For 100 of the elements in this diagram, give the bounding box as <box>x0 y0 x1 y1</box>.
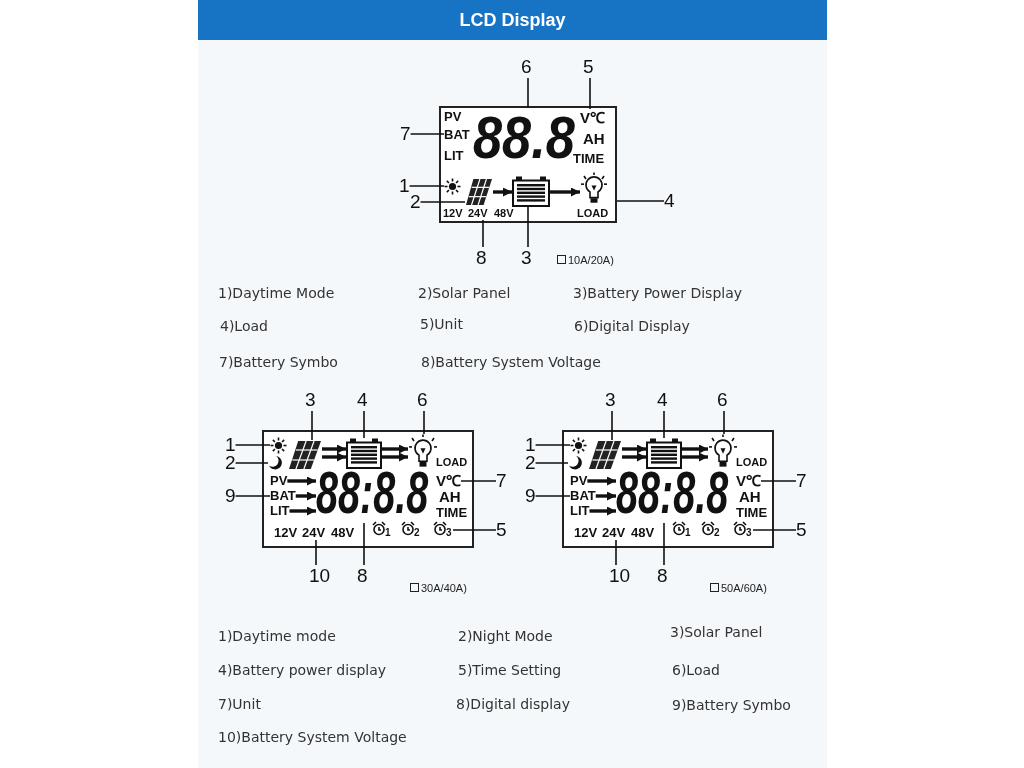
callout-number: 4 <box>357 389 368 411</box>
callout-number: 8 <box>657 565 668 587</box>
callout-number: 4 <box>664 190 675 212</box>
caption-text: 50A/60A) <box>721 581 767 596</box>
sun-icon <box>270 437 287 454</box>
caption-text: 4)Load <box>220 317 268 335</box>
indicator-label: TIME <box>573 151 605 166</box>
callout-number: 7 <box>496 470 507 492</box>
caption-text: 10)Battery System Voltage <box>218 728 407 746</box>
caption-text: 2)Night Mode <box>458 627 553 645</box>
voltage-label: 48V <box>631 525 655 540</box>
leader-line <box>419 201 466 203</box>
callout-number: 5 <box>496 519 507 541</box>
caption-text: 8)Battery System Voltage <box>421 353 601 371</box>
solar-panel-icon <box>288 440 322 470</box>
voltage-label: 12V <box>274 525 298 540</box>
indicator-label: BAT <box>270 489 296 503</box>
sun-icon <box>444 178 461 195</box>
title: LCD Display <box>198 0 827 40</box>
caption-text: 6)Load <box>672 661 720 679</box>
leader-line <box>534 444 571 446</box>
leader-line <box>408 185 445 187</box>
caption-text: 1)Daytime mode <box>218 627 336 645</box>
caption-text: 7)Battery Symbo <box>219 353 338 371</box>
leader-line <box>527 206 529 248</box>
unit-label: AH <box>583 130 605 147</box>
arrow <box>587 476 616 486</box>
leader-line <box>534 495 571 497</box>
indicator-label: LIT <box>270 504 290 518</box>
indicator-label: BAT <box>570 489 596 503</box>
voltage-label: 24V <box>602 525 626 540</box>
callout-number: 10 <box>309 565 331 587</box>
caption-text: 1)Daytime Mode <box>218 284 335 302</box>
battery-icon <box>346 438 382 469</box>
leader-line <box>534 462 569 464</box>
leader-line <box>527 77 529 109</box>
indicator-label: LOAD <box>577 207 609 220</box>
indicator-label: 24V <box>468 207 488 220</box>
callout-number: 9 <box>525 485 536 507</box>
leader-line <box>234 462 269 464</box>
light-bulb-icon <box>408 434 438 468</box>
leader-line <box>611 410 613 441</box>
battery-icon <box>646 438 682 469</box>
leader-line <box>460 480 497 482</box>
leader-line <box>363 522 365 566</box>
moon-icon <box>268 455 283 470</box>
leader-line <box>315 539 317 566</box>
lcd-screen <box>562 430 774 548</box>
arrow <box>322 452 346 462</box>
light-bulb-icon <box>708 434 738 468</box>
leader-line <box>723 410 725 435</box>
caption-text: 5)Unit <box>420 315 463 333</box>
leader-line <box>452 529 497 531</box>
arrow <box>287 476 316 486</box>
indicator-label: PV <box>270 474 288 488</box>
voltage-label: 48V <box>331 525 355 540</box>
unit-label: V℃ <box>580 109 605 126</box>
indicator-label: 48V <box>494 207 514 220</box>
indicator-label: LIT <box>444 148 464 163</box>
arrow <box>682 444 708 454</box>
arrow <box>289 506 316 516</box>
digit-readout: 88:8.8 <box>316 463 429 523</box>
leader-line <box>663 410 665 439</box>
callout-number: 3 <box>305 389 316 411</box>
sun-icon <box>570 437 587 454</box>
voltage-label: 12V <box>574 525 598 540</box>
lcd-screen <box>439 106 617 223</box>
moon-icon <box>568 455 583 470</box>
callout-number: 6 <box>717 389 728 411</box>
callout-number: 8 <box>476 247 487 269</box>
indicator-label: LIT <box>570 504 590 518</box>
leader-line <box>363 410 365 439</box>
unit-label: V℃ <box>736 473 761 489</box>
arrow <box>595 491 616 501</box>
arrow <box>382 444 408 454</box>
solar-panel-icon <box>588 440 622 470</box>
callout-number: 5 <box>796 519 807 541</box>
leader-line <box>423 410 425 435</box>
callout-number: 6 <box>417 389 428 411</box>
arrow <box>589 506 616 516</box>
arrow <box>493 187 512 197</box>
leader-line <box>760 480 797 482</box>
leader-line <box>409 133 445 135</box>
arrow <box>622 444 646 454</box>
voltage-label: 24V <box>302 525 326 540</box>
leader-line <box>234 444 271 446</box>
leader-line <box>663 522 665 566</box>
caption-text: 2)Solar Panel <box>418 284 511 302</box>
leader-line <box>615 539 617 566</box>
callout-number: 7 <box>400 123 411 145</box>
arrow <box>382 452 408 462</box>
unit-label: V℃ <box>436 473 461 489</box>
caption-text: 3)Solar Panel <box>670 623 763 641</box>
callout-number: 8 <box>357 565 368 587</box>
arrow <box>322 444 346 454</box>
caption-text: 3)Battery Power Display <box>573 284 743 302</box>
leader-line <box>311 410 313 441</box>
caption-text: 9)Battery Symbo <box>672 696 791 714</box>
arrow <box>622 452 646 462</box>
callout-number: 7 <box>796 470 807 492</box>
